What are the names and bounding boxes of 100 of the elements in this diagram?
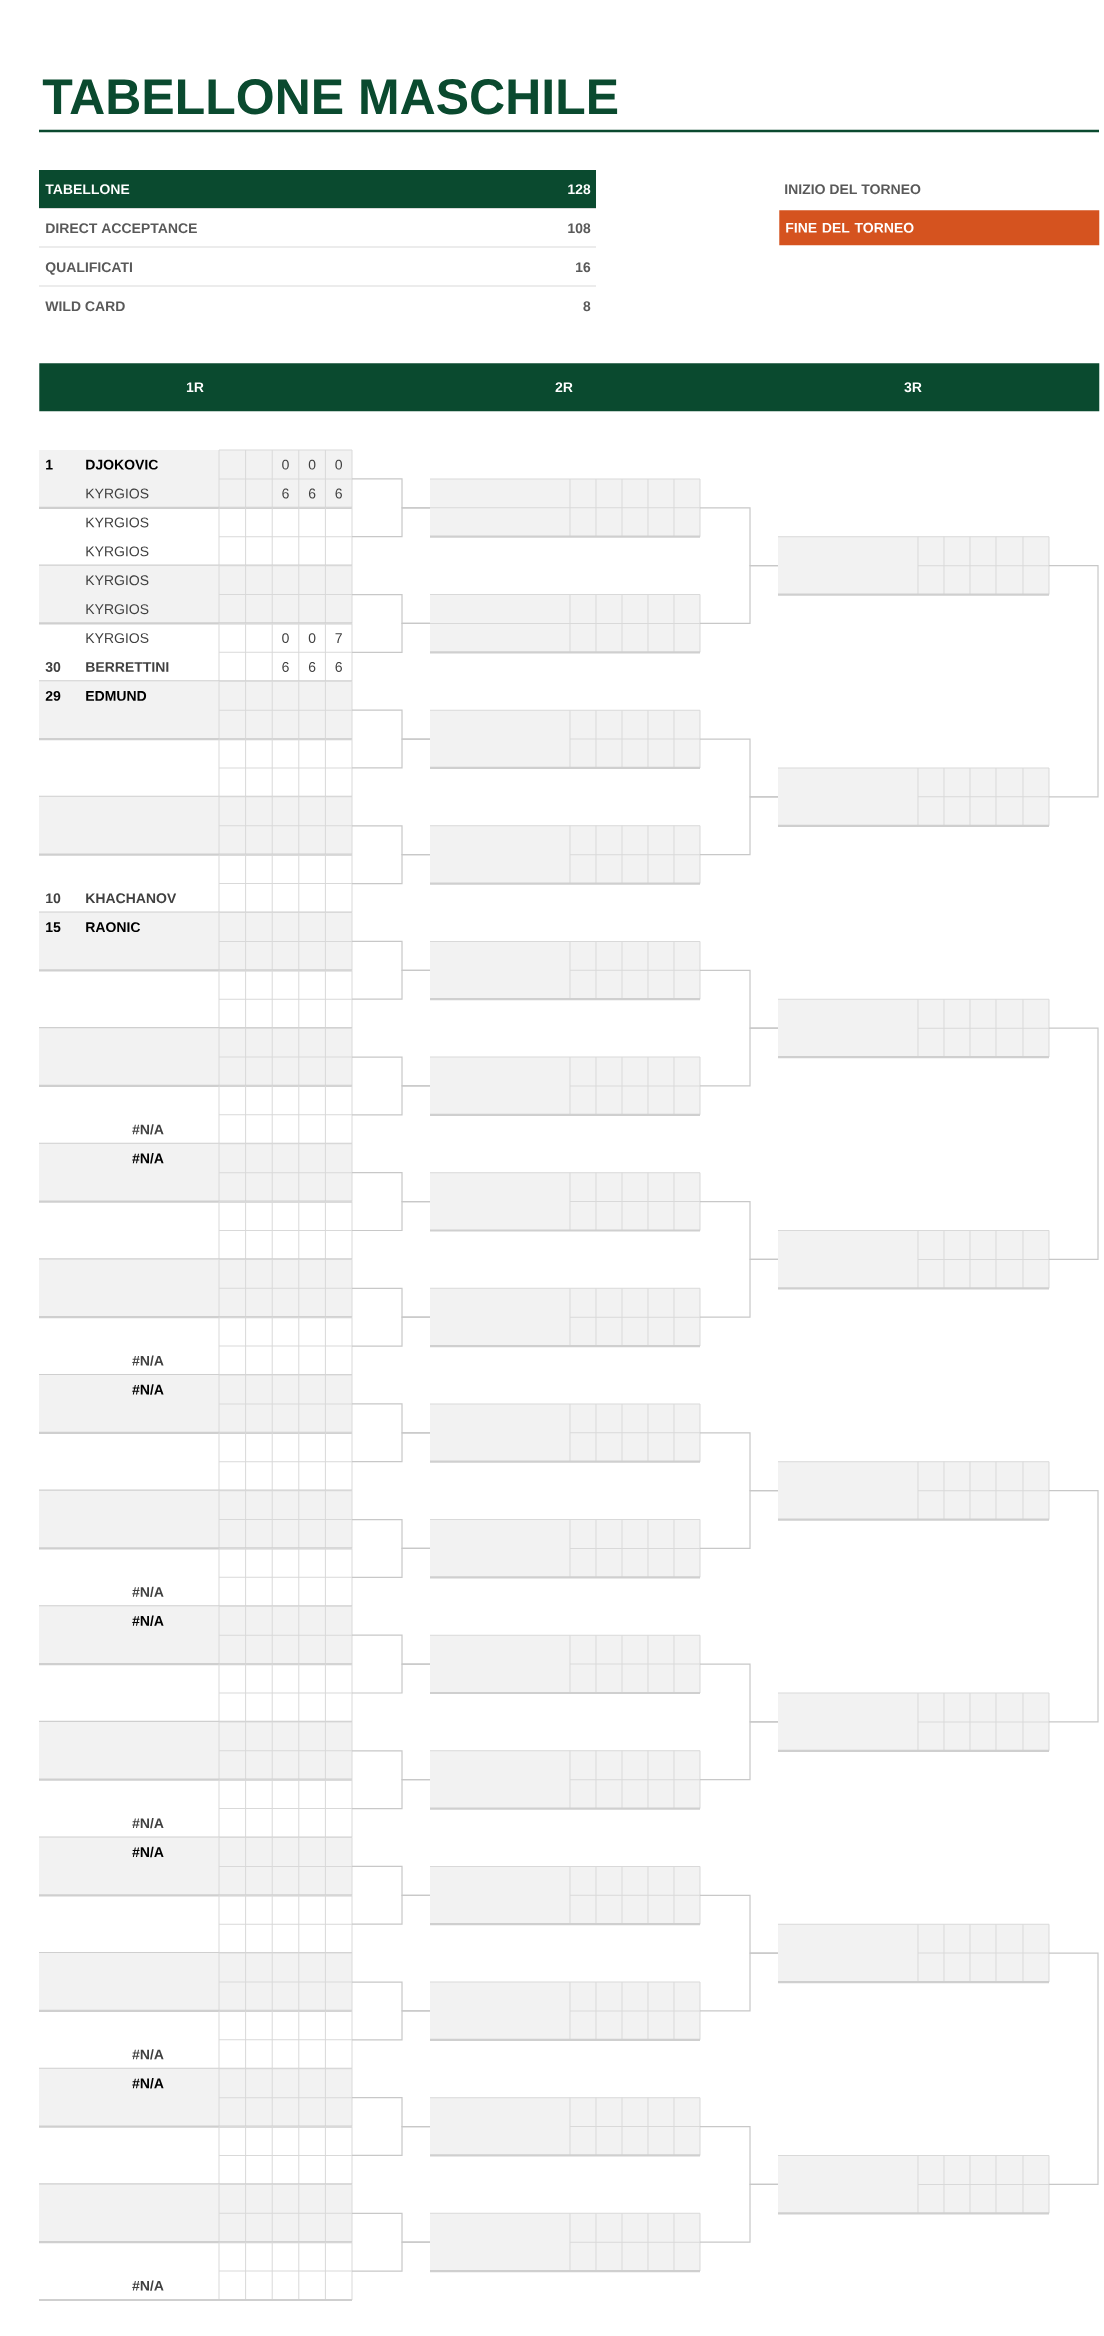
match-box [429, 1519, 701, 1579]
match-box [429, 940, 701, 1001]
player-name: KYRGIOS [86, 604, 149, 615]
bracket-line [351, 2241, 431, 2272]
match-box [39, 1258, 353, 1319]
player-name: KYRGIOS [86, 633, 149, 644]
category-label: QUALIFICATI [45, 262, 132, 275]
count-value: 108 [568, 223, 591, 234]
round-label: 2R [555, 382, 573, 392]
category-label: WILD CARD [45, 301, 125, 312]
bracket-line [351, 1316, 431, 1347]
bracket-line [351, 1085, 431, 1116]
player-name: #N/A [132, 1586, 164, 1598]
match-box [429, 1981, 701, 2041]
match-box [39, 2126, 353, 2186]
match-box [429, 478, 701, 538]
set-score: 6 [308, 662, 316, 672]
match-box [777, 1692, 1050, 1752]
bracket-line [351, 1894, 431, 1925]
set-score: 6 [308, 488, 316, 499]
bracket-line [1048, 1490, 1099, 1723]
match-box [39, 2183, 353, 2244]
match-box [777, 1461, 1050, 1521]
match-box [39, 1721, 353, 1781]
round-label: 1R [186, 382, 204, 392]
set-score: 7 [335, 633, 342, 643]
match-box [39, 796, 353, 856]
table-header-cell: 128 [520, 170, 596, 208]
seed-number: 10 [46, 893, 61, 904]
player-name: KHACHANOV [86, 893, 177, 904]
set-score: 0 [308, 633, 316, 644]
match-box [39, 1201, 353, 1261]
match-box [39, 1490, 353, 1550]
player-name: #N/A [132, 1615, 164, 1626]
match-box [429, 1403, 701, 1463]
player-name: KYRGIOS [86, 488, 149, 499]
set-score: 0 [282, 459, 289, 470]
match-box [429, 825, 701, 885]
player-name: KYRGIOS [86, 546, 149, 557]
bracket-line [699, 1258, 779, 1318]
set-score: 6 [335, 488, 342, 499]
bracket-line [351, 854, 431, 885]
bracket-line [351, 1663, 431, 1694]
match-box [39, 1952, 353, 2013]
match-box [777, 767, 1050, 827]
bracket-line [351, 1432, 431, 1463]
set-score: 6 [335, 662, 342, 672]
match-box [777, 536, 1050, 596]
player-name: DJOKOVIC [86, 459, 158, 470]
match-box [429, 1056, 701, 1116]
set-score: 6 [282, 662, 289, 672]
match-box [429, 709, 701, 770]
bracket-line [699, 1721, 779, 1781]
player-name: #N/A [132, 2280, 164, 2291]
bracket-line [699, 565, 779, 625]
bracket-line [351, 1547, 431, 1578]
player-name: BERRETTINI [86, 662, 169, 672]
player-name: #N/A [132, 1153, 164, 1164]
bracket-line [351, 738, 431, 769]
count-value: 16 [576, 262, 591, 273]
bracket-line [351, 622, 431, 653]
match-box [777, 998, 1050, 1059]
bracket-line [699, 1027, 779, 1087]
bracket-line [1048, 1027, 1099, 1260]
player-name: KYRGIOS [86, 517, 149, 528]
set-score: 0 [308, 459, 316, 470]
seed-number: 30 [45, 662, 61, 672]
category-label: DIRECT ACCEPTANCE [46, 223, 197, 234]
count-value: 8 [583, 301, 591, 312]
match-box [429, 2212, 701, 2273]
bracket-line [351, 507, 431, 538]
player-name: KYRGIOS [86, 575, 149, 586]
player-name: EDMUND [86, 691, 147, 701]
bracket-line [351, 2010, 431, 2041]
match-box [777, 2154, 1050, 2215]
match-box [429, 2097, 701, 2157]
bracket-line [699, 796, 779, 856]
bracket-line [699, 1490, 779, 1550]
bracket-line [1048, 565, 1099, 798]
player-name: #N/A [132, 2049, 164, 2060]
bracket-line [351, 969, 431, 1000]
bracket-line [351, 1200, 431, 1232]
seed-number: 29 [45, 690, 61, 701]
highlight-box: FINE DEL TORNEO [779, 210, 1100, 246]
match-box [429, 1750, 701, 1810]
title: TABELLONE MASCHILE [42, 79, 618, 115]
bracket-line [351, 2125, 431, 2157]
match-box [429, 1172, 701, 1232]
player-name: #N/A [132, 1384, 164, 1395]
player-name: #N/A [132, 1124, 164, 1135]
match-box [777, 1923, 1050, 1984]
set-score: 6 [282, 488, 289, 499]
set-score: 0 [282, 633, 289, 644]
player-name: #N/A [132, 2078, 164, 2089]
match-box [429, 1865, 701, 1926]
match-box [777, 1230, 1050, 1290]
match-box [429, 594, 701, 654]
status-label: INIZIO DEL TORNEO [785, 184, 921, 195]
match-box [39, 1027, 353, 1088]
player-name: #N/A [132, 1846, 164, 1858]
